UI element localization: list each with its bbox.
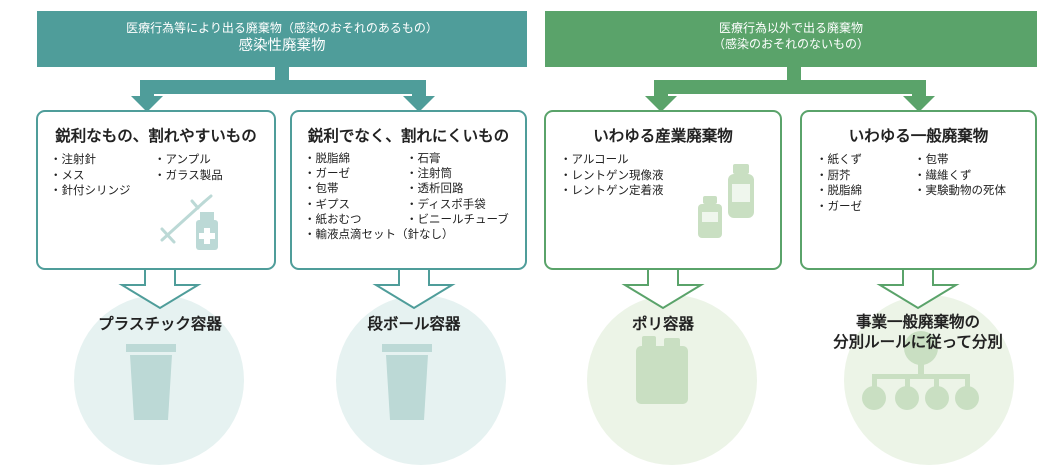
list-item: 針付シリンジ [50, 183, 131, 199]
container-label-general-line1: 事業一般廃棄物の [855, 313, 980, 331]
list-item: ビニールチューブ [406, 212, 509, 227]
list-item: 脱脂綿 [304, 151, 454, 166]
container-icons [126, 331, 979, 420]
item-list-col2: 包帯 繊維くず 実験動物の死体 [914, 152, 1007, 199]
poly-tank-icon [636, 336, 688, 404]
container-label-general-line2: 分別ルールに従って分別 [833, 333, 1003, 351]
item-list-col1: 紙くず 厨芥 脱脂綿 ガーゼ [816, 152, 863, 215]
list-item: 脱脂綿 [816, 183, 863, 199]
down-arrow-cardboard [372, 267, 456, 310]
list-item: メス [50, 168, 131, 184]
list-item: 輸液点滴セット（針なし） [304, 227, 454, 242]
list-item: 実験動物の死体 [914, 183, 1007, 199]
down-arrow-plastic [118, 267, 202, 310]
card-general-waste: いわゆる一般廃棄物 紙くず 厨芥 脱脂綿 ガーゼ 包帯 繊維くず 実験動物の死体 [800, 110, 1037, 270]
card-title: いわゆる産業廃棄物 [593, 127, 733, 145]
list-item: 石膏 [406, 151, 509, 166]
list-item: レントゲン定着液 [560, 183, 664, 199]
list-item: 厨芥 [816, 168, 862, 184]
item-list-col2: 石膏 注射筒 透析回路 ディスポ手袋 ビニールチューブ [406, 151, 509, 227]
card-non-sharp: 鋭利でなく、割れにくいもの 脱脂綿 ガーゼ 包帯 ギプス 紙おむつ 輸液点滴セッ… [290, 110, 527, 270]
container-label-poly: ポリ容器 [631, 315, 694, 333]
list-item: ガラス製品 [154, 168, 223, 184]
non-infectious-header-line1: 医療行為以外で出る廃棄物 [718, 21, 863, 35]
list-item: レントゲン現像液 [560, 168, 664, 184]
container-label-general: 事業一般廃棄物の 分別ルールに従って分別 [808, 312, 1028, 352]
list-item: ギプス [304, 197, 454, 212]
list-item: 透析回路 [406, 181, 509, 196]
down-arrow-poly [621, 267, 705, 310]
list-item: ガーゼ [304, 166, 454, 181]
item-list-col1: アルコール レントゲン現像液 レントゲン定着液 [560, 152, 664, 199]
card-title: 鋭利なもの、割れやすいもの [55, 127, 257, 145]
infectious-header-line2: 感染性廃棄物 [238, 38, 326, 54]
list-item: 紙おむつ [304, 212, 454, 227]
infectious-header: 医療行為等により出る廃棄物（感染のおそれのあるもの） 感染性廃棄物 [37, 11, 527, 67]
infectious-connector [131, 66, 435, 112]
trash-bin-icon [382, 344, 432, 420]
syringe-and-vial-icon [160, 194, 218, 250]
list-item: アルコール [560, 152, 664, 168]
item-list-col1: 脱脂綿 ガーゼ 包帯 ギプス 紙おむつ 輸液点滴セット（針なし） [304, 151, 454, 242]
infectious-header-line1: 医療行為等により出る廃棄物（感染のおそれのあるもの） [126, 21, 438, 35]
non-infectious-header: 医療行為以外で出る廃棄物 （感染のおそれのないもの） [545, 11, 1037, 67]
list-item: 注射筒 [406, 166, 509, 181]
list-item: 包帯 [914, 152, 1006, 168]
item-list-col1: 注射針 メス 針付シリンジ [50, 152, 131, 199]
card-sharp-breakable: 鋭利なもの、割れやすいもの 注射針 メス 針付シリンジ アンプル ガラス製品 [36, 110, 276, 270]
container-label-plastic: プラスチック容器 [98, 315, 222, 333]
list-item: 注射針 [50, 152, 131, 168]
diagram-connectors [118, 66, 960, 310]
list-item: アンプル [154, 152, 223, 168]
list-item: 包帯 [304, 181, 454, 196]
card-industrial-waste: いわゆる産業廃棄物 アルコール レントゲン現像液 レントゲン定着液 [544, 110, 782, 270]
sorting-tree-icon [862, 331, 979, 410]
list-item: 繊維くず [914, 168, 1006, 184]
non-infectious-connector [645, 66, 935, 112]
list-item: ガーゼ [816, 199, 863, 215]
card-title: いわゆる一般廃棄物 [848, 127, 989, 145]
card-title: 鋭利でなく、割れにくいもの [307, 127, 510, 145]
container-label-cardboard: 段ボール容器 [367, 315, 461, 333]
non-infectious-header-line2: （感染のおそれのないもの） [712, 37, 869, 51]
trash-bin-icon [126, 344, 176, 420]
item-list-col2: アンプル ガラス製品 [154, 152, 223, 183]
list-item: ディスポ手袋 [406, 197, 509, 212]
bottles-icon [698, 164, 754, 238]
list-item: 紙くず [816, 152, 863, 168]
down-arrow-general [876, 267, 960, 310]
